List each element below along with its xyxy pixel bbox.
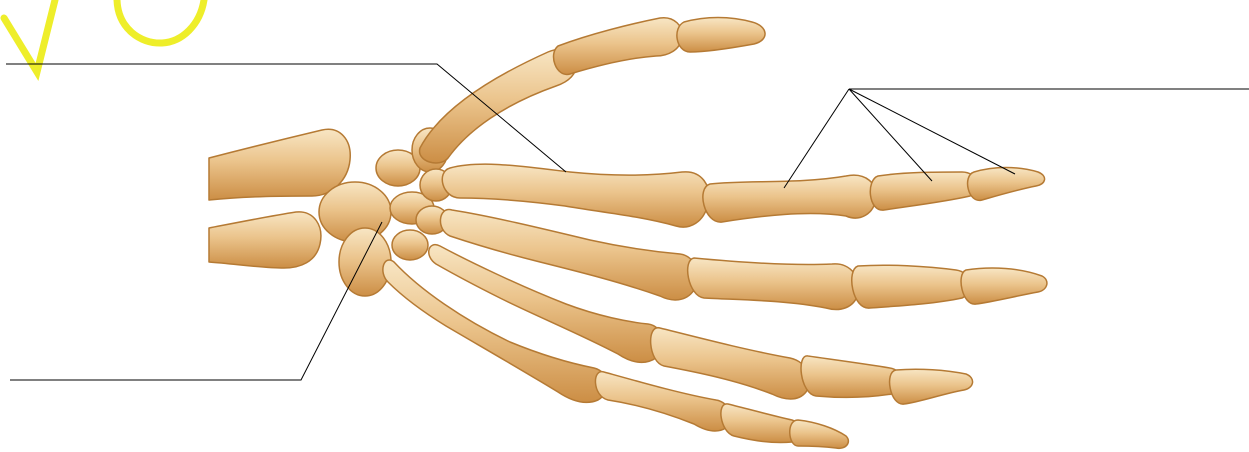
ring-distal-phalanx <box>890 369 973 404</box>
little-distal-phalanx <box>790 420 849 448</box>
thumb-bones <box>420 18 765 163</box>
little-proximal-phalanx <box>595 372 731 431</box>
ring-middle-phalanx <box>801 356 902 397</box>
carpal-bone <box>339 228 391 296</box>
thumb-distal-phalanx <box>677 18 765 53</box>
annotation-checkmark <box>4 0 55 72</box>
index-middle-phalanx <box>870 172 978 210</box>
thumb-metacarpal <box>420 49 577 163</box>
carpal-bone <box>392 230 428 260</box>
index-proximal-phalanx <box>703 175 876 222</box>
leader-line-phalanx-middle <box>849 89 932 181</box>
ulna-bone <box>209 212 321 268</box>
middle-middle-phalanx <box>852 265 971 308</box>
leader-line-phalanx-proximal <box>784 89 849 188</box>
index-finger-bones <box>442 164 1044 227</box>
annotation-circle-arc <box>117 0 204 43</box>
leader-line-carpal <box>10 222 382 380</box>
little-middle-phalanx <box>721 404 801 443</box>
annotation-marks <box>4 0 204 72</box>
thumb-proximal-phalanx <box>554 18 683 75</box>
leader-line-phalanx-distal <box>849 89 1015 174</box>
middle-distal-phalanx <box>961 268 1047 304</box>
ring-proximal-phalanx <box>651 328 810 399</box>
index-distal-phalanx <box>968 168 1045 201</box>
radius-bone <box>209 129 350 200</box>
middle-proximal-phalanx <box>688 258 859 309</box>
